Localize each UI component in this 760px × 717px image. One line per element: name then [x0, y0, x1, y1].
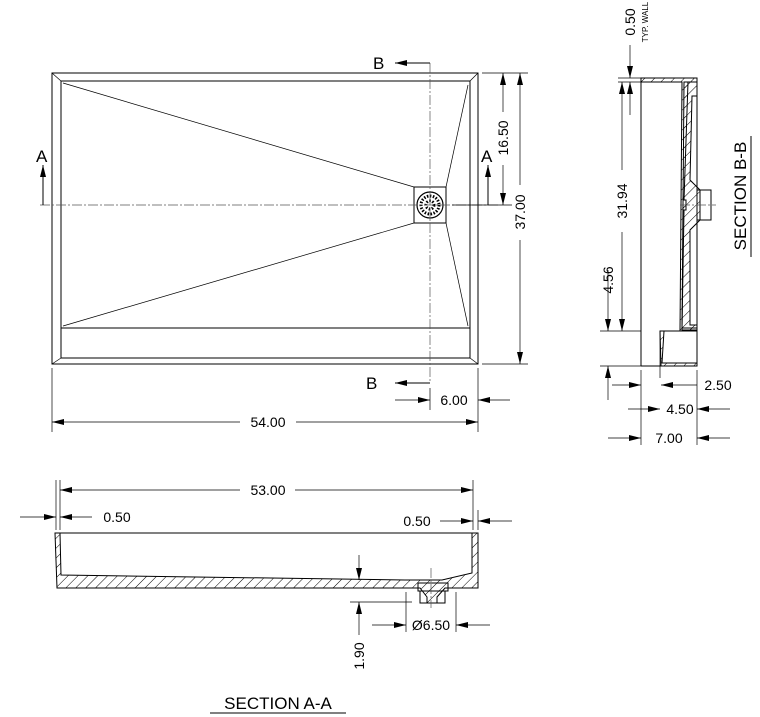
- dim-overall-width: 37.00: [512, 194, 528, 229]
- section-mark-a-left: A: [36, 147, 48, 166]
- drain-section: [419, 590, 446, 604]
- section-mark-b-top: B: [373, 54, 384, 73]
- dim-drain-offset-x: 6.00: [440, 392, 467, 408]
- dim-floor-thickness: 1.90: [351, 642, 367, 669]
- pan-inner-outline: [60, 80, 471, 359]
- section-b-b: 0.50 TYP. WALL 31.94 4.56 2.50 4.50 7.00…: [600, 1, 752, 446]
- dim-left-wall: 0.50: [103, 509, 130, 525]
- dim-wall-note: TYP. WALL: [641, 1, 650, 42]
- section-mark-a-right: A: [481, 147, 493, 166]
- section-a-profile: [54, 532, 479, 604]
- dim-overall-height: 7.00: [655, 430, 682, 446]
- dim-overall-length: 54.00: [250, 414, 285, 430]
- section-mark-b-bottom: B: [366, 374, 377, 393]
- dim-drain-diameter: Ø6.50: [412, 617, 450, 633]
- dim-inner-length: 53.00: [250, 482, 285, 498]
- dim-inner-length: 31.94: [614, 183, 630, 218]
- dim-drain-offset-y: 16.50: [495, 120, 511, 155]
- section-a-a-title: SECTION A-A: [224, 694, 332, 713]
- plan-view: B B A A 16.50 37.00 6.00 54.00: [36, 54, 528, 432]
- section-b-b-title: SECTION B-B: [731, 142, 750, 251]
- pan-outer-outline: [51, 72, 479, 365]
- dim-right-wall: 0.50: [403, 513, 430, 529]
- dim-floor-height: 4.50: [666, 401, 693, 417]
- dim-bench-height: 2.50: [704, 377, 731, 393]
- section-a-a: 53.00 0.50 0.50 1.90 Ø6.50 SECTION A-A: [20, 480, 512, 714]
- dim-wall: 0.50: [622, 8, 638, 35]
- dim-bench-width: 4.56: [600, 266, 616, 293]
